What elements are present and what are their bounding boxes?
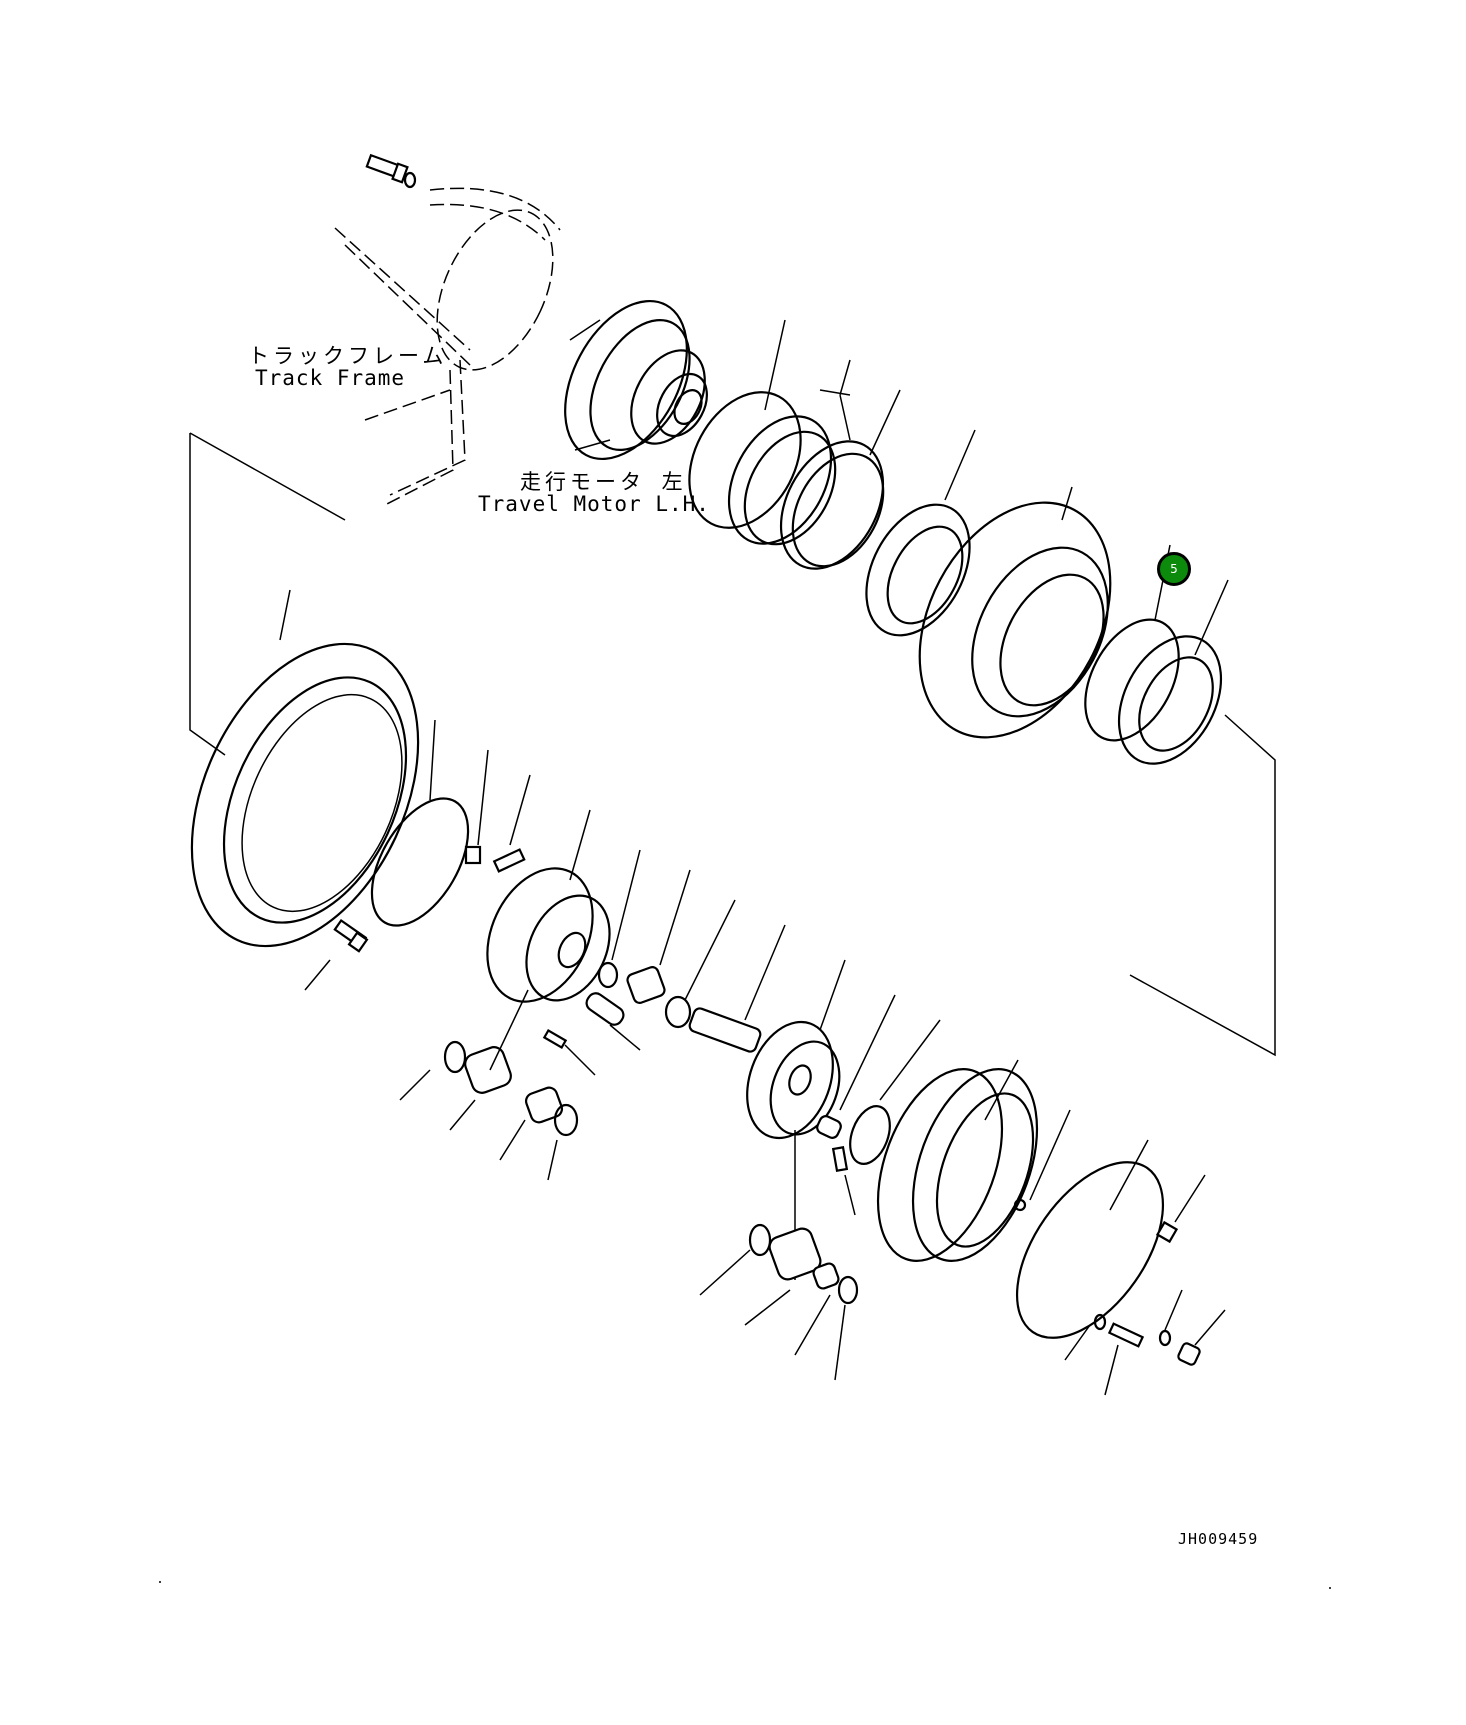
- ring-gear: [876, 1059, 1039, 1262]
- sun-gear-shaft: [688, 924, 786, 1053]
- frame-bolt: [365, 153, 417, 189]
- drawing-number: JH009459: [1178, 1530, 1259, 1548]
- cover-plate: [1013, 1109, 1165, 1339]
- lock-plate-and-bolt: [464, 749, 531, 873]
- assembly-box-outline: [189, 432, 1276, 1057]
- sprocket: [190, 589, 420, 948]
- small-parts-gear-set-1: [542, 849, 736, 1076]
- scan-specks: [159, 1581, 1331, 1589]
- bearing-set-1: [399, 989, 579, 1181]
- bearing-right: [1117, 635, 1223, 765]
- small-parts-gear-set-2: [816, 994, 941, 1216]
- planetary-carrier-2: [746, 959, 846, 1280]
- track-frame-outline: [334, 187, 561, 506]
- travel-motor: [564, 299, 708, 461]
- floating-seal-group: [688, 391, 885, 570]
- bolt-lower-left: [304, 918, 369, 991]
- track-frame-label-jp: トラックフレーム: [248, 344, 448, 368]
- track-frame-label-en: Track Frame: [255, 366, 406, 390]
- main-bearing: [865, 503, 971, 637]
- cover-bolts: [1064, 1174, 1226, 1396]
- travel-motor-label-jp: 走行モータ 左: [520, 470, 687, 494]
- leader-lines-upper: [764, 319, 1229, 656]
- retainer-plate: [370, 719, 470, 927]
- travel-motor-label-en: Travel Motor L.H.: [478, 492, 710, 516]
- bearing-set-2: [699, 1223, 859, 1381]
- part-callout-5[interactable]: 5: [1157, 552, 1191, 586]
- hub-housing: [918, 501, 1112, 739]
- o-ring-right: [1084, 618, 1180, 742]
- planetary-carrier-1: [486, 809, 611, 1003]
